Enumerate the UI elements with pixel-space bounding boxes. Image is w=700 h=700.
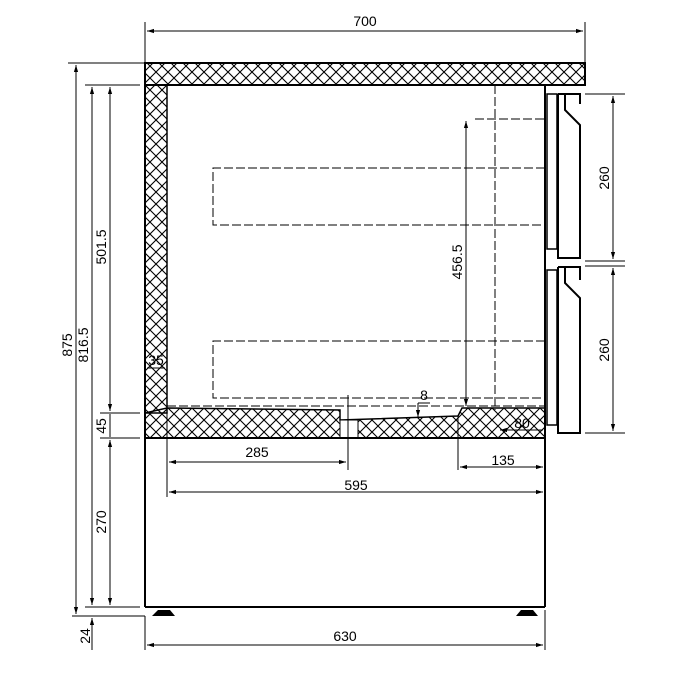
dim-285-label: 285 [245,444,269,460]
dim-135-label: 135 [491,452,515,468]
interior-drawers [167,85,545,410]
dim-24-label: 24 [77,628,93,644]
dim-456-label: 456.5 [449,244,465,279]
cabinet-outline [144,63,546,608]
dim-816-label: 816.5 [75,327,91,362]
dim-270-label: 270 [93,510,109,534]
dim-floor-step: 8 [415,387,430,417]
dim-501-label: 501.5 [93,229,109,264]
dim-630-label: 630 [333,628,357,644]
dim-overall-depth: 700 [144,13,586,63]
dim-260-upper-label: 260 [596,166,612,190]
floor-insulation [144,407,546,439]
dim-700-label: 700 [353,13,377,29]
drawer-front-upper [546,93,581,259]
dim-260-lower-label: 260 [596,338,612,362]
dim-front-insulation: 80 [500,415,543,433]
dim-875-label: 875 [59,333,75,357]
leveling-feet [152,610,538,616]
dim-left-stack [68,62,145,650]
dim-45-label: 45 [93,418,109,434]
dim-bottom: 285 595 135 630 [144,395,546,650]
dim-35-label: 35 [148,352,164,368]
dim-80-label: 80 [514,415,530,431]
dim-drawer-rail: 456.5 [449,121,469,406]
countertop [144,62,586,86]
dim-8-label: 8 [420,387,428,403]
dim-595-label: 595 [344,477,368,493]
dim-drawer-heights: 260 260 [585,93,625,434]
drawer-front-lower [546,266,581,434]
dim-wall-insulation: 35 [147,352,165,369]
